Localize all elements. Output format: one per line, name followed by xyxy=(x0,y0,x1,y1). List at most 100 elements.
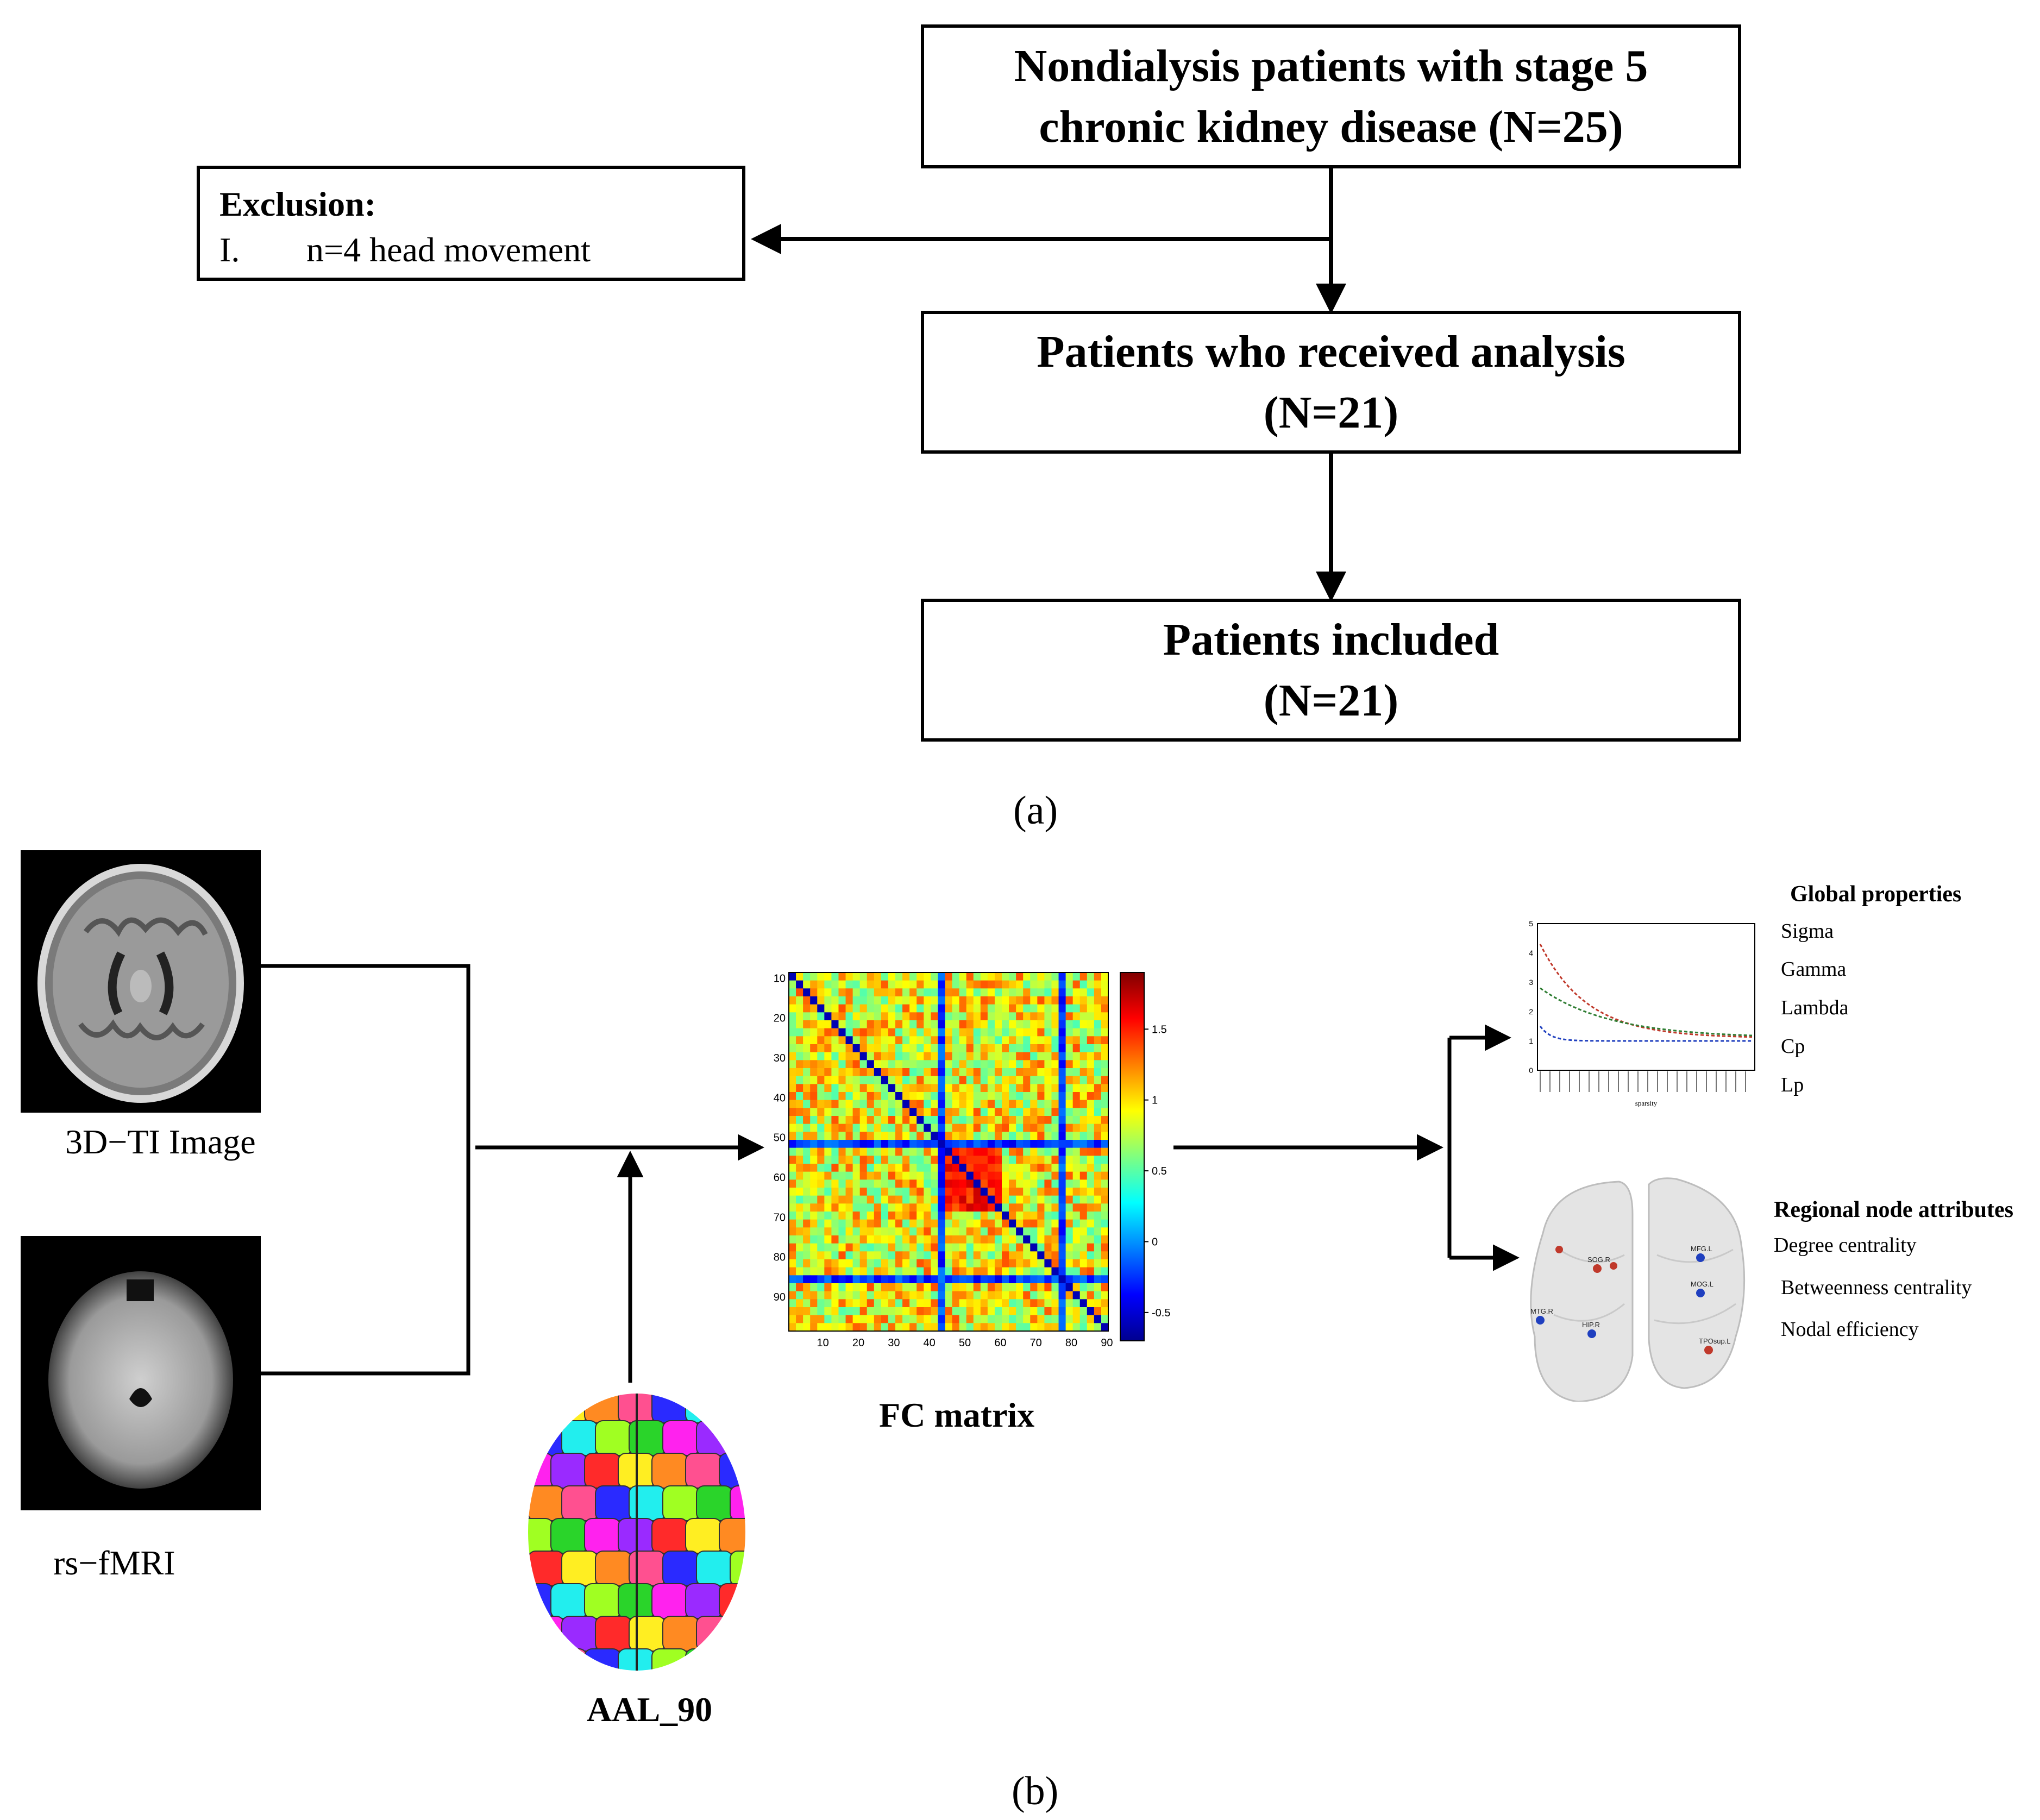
fc-cell xyxy=(952,1275,960,1284)
fc-cell xyxy=(874,1116,882,1125)
atlas-region xyxy=(662,1420,699,1456)
fc-cell xyxy=(909,1212,917,1220)
fc-cell xyxy=(980,1323,988,1332)
fc-cell xyxy=(1037,1188,1045,1196)
fc-cell xyxy=(987,1235,995,1244)
fc-cell xyxy=(1065,1020,1074,1029)
fc-cell xyxy=(945,1243,953,1252)
fc-cell xyxy=(1051,1084,1059,1093)
fc-cell xyxy=(945,1212,953,1220)
fc-cell xyxy=(1002,1243,1009,1252)
fc-cell xyxy=(859,1004,868,1013)
fc-cell xyxy=(959,1171,967,1180)
fc-cell xyxy=(1030,1188,1038,1196)
fc-cell xyxy=(917,988,924,997)
fc-cell xyxy=(1087,1188,1095,1196)
fc-cell xyxy=(924,1068,931,1077)
fc-cell xyxy=(987,1147,995,1156)
fc-cell xyxy=(1072,1028,1081,1037)
fc-cell xyxy=(817,1132,825,1140)
fc-cell xyxy=(810,1020,818,1029)
fc-cell xyxy=(917,1076,924,1084)
fc-cell xyxy=(902,1219,910,1228)
fc-cell xyxy=(1065,1212,1074,1220)
fc-cell xyxy=(924,1156,931,1164)
fc-cell xyxy=(1037,1108,1045,1116)
fc-cell xyxy=(1002,1052,1009,1060)
fc-cell xyxy=(945,1259,953,1268)
fc-cell xyxy=(1065,1092,1074,1101)
fc-cell xyxy=(881,996,889,1005)
fc-cell xyxy=(952,1132,960,1140)
fc-cell xyxy=(803,1052,811,1060)
fc-cell xyxy=(902,1132,910,1140)
fc-cell xyxy=(1058,1291,1066,1300)
fc-cell xyxy=(980,1036,988,1045)
fc-cell xyxy=(1101,1195,1109,1204)
fc-cell xyxy=(803,1036,811,1045)
fc-cell xyxy=(924,1140,931,1149)
fc-cell xyxy=(1079,1219,1088,1228)
fc-cell xyxy=(1051,1315,1059,1323)
fc-cell xyxy=(838,1179,846,1188)
fc-cell xyxy=(959,1315,967,1323)
fc-cell xyxy=(966,1171,974,1180)
fc-cell xyxy=(994,1227,1002,1236)
fc-cell xyxy=(1051,1323,1059,1332)
fc-cell xyxy=(973,1251,981,1260)
fc-cell xyxy=(973,1188,981,1196)
fc-cell xyxy=(1072,1307,1081,1316)
fc-cell xyxy=(810,980,818,989)
fc-cell xyxy=(1101,1147,1109,1156)
atlas-region xyxy=(550,1518,587,1554)
fc-cell xyxy=(959,1044,967,1053)
fc-cell xyxy=(931,1227,938,1236)
fc-cell xyxy=(909,1028,917,1037)
fc-cell xyxy=(1065,1203,1074,1212)
fc-cell xyxy=(895,1251,903,1260)
fc-cell xyxy=(888,1108,896,1116)
fc-cell xyxy=(838,1315,846,1323)
fc-cell xyxy=(1058,1235,1066,1244)
fc-cell xyxy=(1016,1299,1024,1308)
fc-cell xyxy=(1065,1259,1074,1268)
fc-cell xyxy=(945,1188,953,1196)
fc-cell xyxy=(817,1323,825,1332)
fc-cell xyxy=(952,972,960,981)
fc-cell xyxy=(845,1044,853,1053)
fc-cell xyxy=(973,1291,981,1300)
atlas-region xyxy=(696,1551,733,1586)
fc-cell xyxy=(852,972,861,981)
fc-cell xyxy=(874,996,882,1005)
fc-cell xyxy=(980,1108,988,1116)
fc-cell xyxy=(931,996,938,1005)
fc-cell xyxy=(803,1267,811,1276)
fc-cell xyxy=(1087,1243,1095,1252)
fc-cell xyxy=(1002,1164,1009,1172)
fc-cell xyxy=(931,1147,938,1156)
fc-cell xyxy=(1016,1020,1024,1029)
fc-cell xyxy=(859,1108,868,1116)
fc-cell xyxy=(987,1100,995,1108)
fc-cell xyxy=(874,1291,882,1300)
fc-cell xyxy=(973,1203,981,1212)
atlas-region xyxy=(528,1394,554,1423)
fc-cell xyxy=(845,1132,853,1140)
fc-cell xyxy=(838,1020,846,1029)
fc-cell xyxy=(1037,1092,1045,1101)
fc-cell xyxy=(810,1315,818,1323)
fc-cell xyxy=(966,1068,974,1077)
fc-cell xyxy=(1002,1299,1009,1308)
fc-cell xyxy=(881,1299,889,1308)
fc-cell xyxy=(796,1060,804,1069)
fc-cell xyxy=(1030,1235,1038,1244)
fc-cell xyxy=(1087,1036,1095,1045)
fc-cell xyxy=(1065,972,1074,981)
fc-cell xyxy=(1079,1092,1088,1101)
fc-cell xyxy=(831,1283,839,1292)
fc-cell xyxy=(938,1140,946,1149)
fc-cell xyxy=(1044,1044,1052,1053)
fc-cell xyxy=(867,972,875,981)
fc-cell xyxy=(945,1028,953,1037)
